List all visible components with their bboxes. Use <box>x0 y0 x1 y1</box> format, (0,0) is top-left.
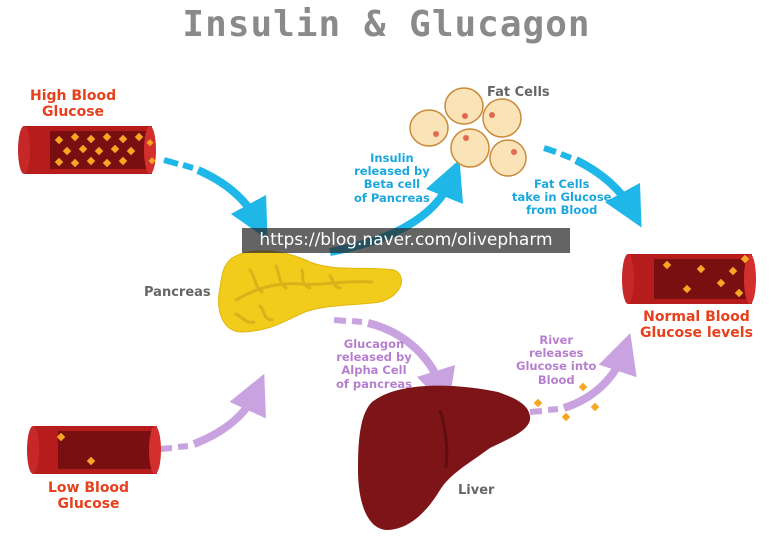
fat-cell-icon <box>409 87 527 177</box>
arrow-icon <box>529 333 637 415</box>
fat-cells-label: Fat Cells <box>487 85 550 100</box>
pancreas-label: Pancreas <box>144 285 211 300</box>
arrow-icon <box>163 157 268 240</box>
blood-vessel-icon <box>27 426 161 474</box>
liver-label: Liver <box>458 483 495 498</box>
arrow-icon <box>333 317 456 410</box>
diagram-title: Insulin & Glucagon <box>182 4 591 45</box>
arrow-icon <box>543 145 642 228</box>
liver-icon <box>358 385 531 530</box>
blood-vessel-icon <box>18 126 156 174</box>
watermark-url: https://blog.naver.com/olivepharm <box>242 228 570 253</box>
arrow-icon <box>159 373 266 452</box>
blood-vessel-icon <box>622 254 756 304</box>
glucose-dot-icon <box>533 382 600 422</box>
pancreas-icon <box>218 250 403 333</box>
